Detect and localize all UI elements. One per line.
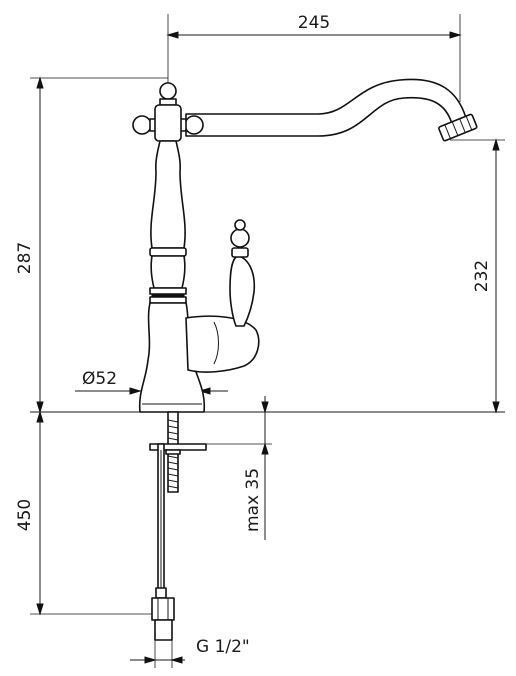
lever-handle: [185, 219, 260, 373]
spout-reach-label: 245: [298, 13, 330, 33]
flexible-hose: [151, 443, 175, 641]
dimension-spout-height: 232: [450, 138, 505, 414]
column: [149, 140, 187, 304]
overall-height-label: 287: [15, 242, 35, 274]
spout: [185, 78, 478, 142]
max-thickness-label: max 35: [243, 468, 263, 532]
spout-joint: [132, 82, 204, 142]
hose-length-label: 450: [15, 499, 35, 531]
base-diameter-label: Ø52: [82, 369, 117, 389]
faucet: [132, 78, 478, 641]
threaded-shank: [149, 411, 207, 493]
spout-height-label: 232: [472, 260, 492, 292]
dimension-max-thickness: max 35: [180, 396, 272, 540]
dimension-spout-reach: 245: [166, 13, 462, 102]
dimension-hose-length: 450: [15, 410, 160, 616]
dimension-connection: G 1/2": [130, 620, 250, 668]
dimension-overall-height: 287: [15, 76, 168, 414]
connection-label: G 1/2": [196, 637, 250, 657]
